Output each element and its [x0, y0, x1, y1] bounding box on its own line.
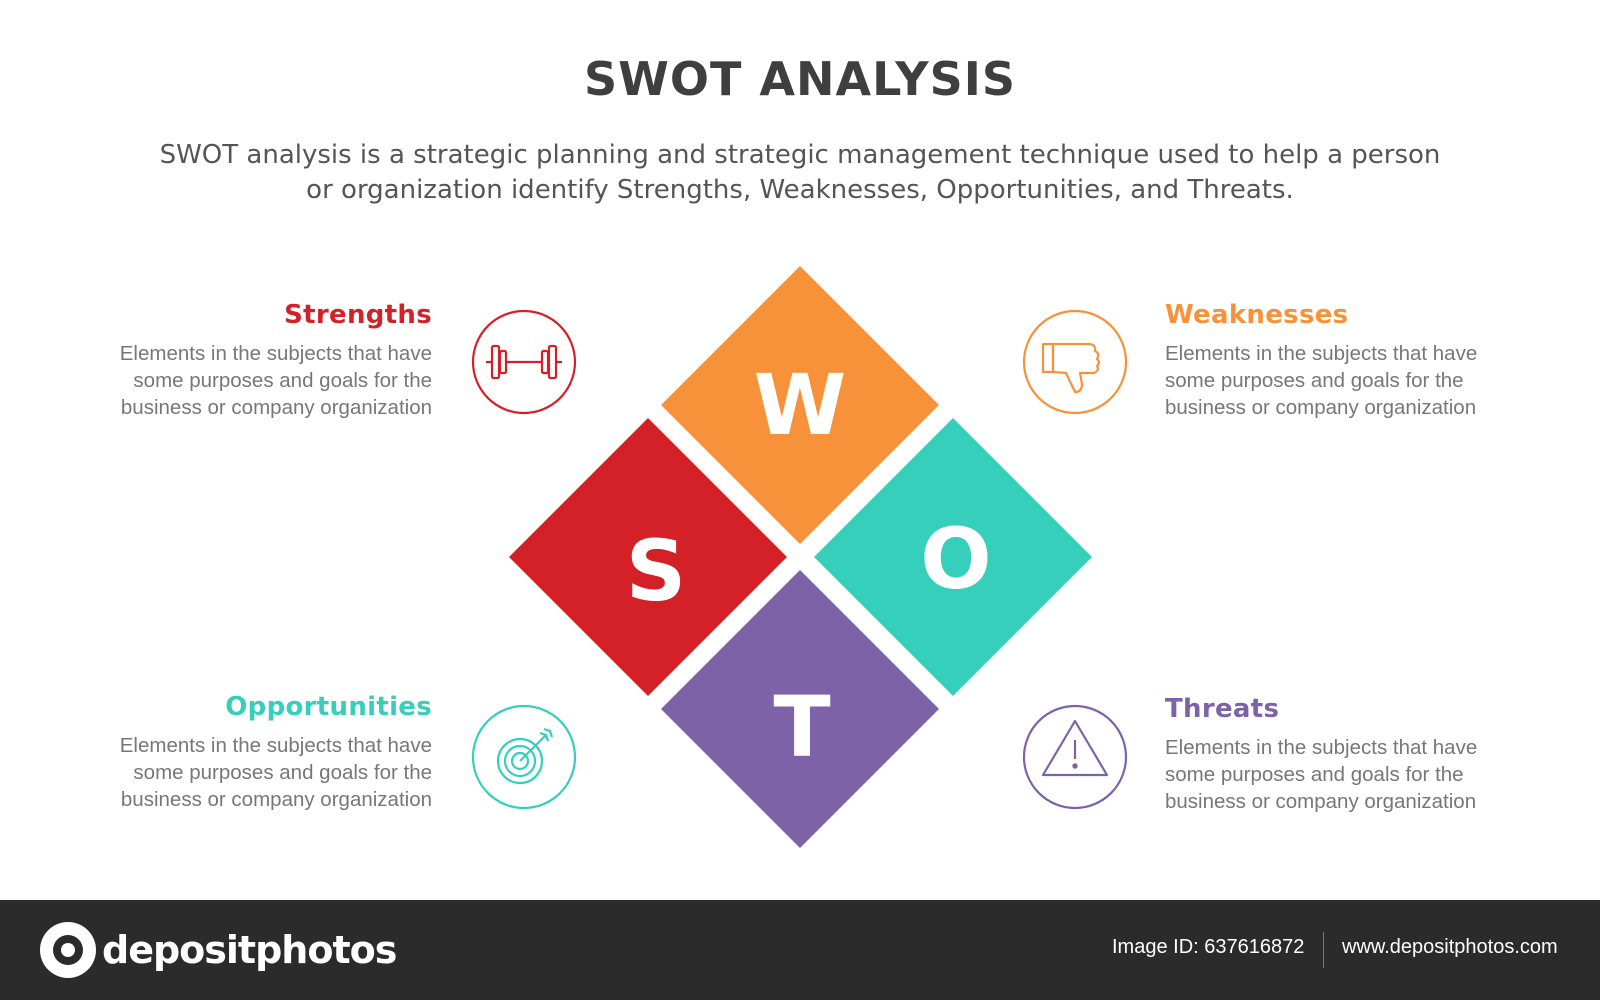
threats-block: Threats Elements in the subjects that ha…: [1165, 694, 1505, 815]
description-line: some purposes and goals for the: [1165, 369, 1464, 392]
brand-name: depositphotos: [102, 928, 397, 972]
opportunities-block: Opportunities Elements in the subjects t…: [92, 692, 432, 813]
opportunities-description: Elements in the subjects that have some …: [92, 732, 432, 813]
description-line: some purposes and goals for the: [1165, 763, 1464, 786]
image-id: Image ID: 637616872: [1112, 936, 1305, 958]
threats-description: Elements in the subjects that have some …: [1165, 734, 1505, 815]
site-link[interactable]: www.depositphotos.com: [1342, 936, 1558, 958]
weaknesses-heading: Weaknesses: [1165, 300, 1349, 330]
description-line: some purposes and goals for the: [133, 369, 432, 392]
swot-diagram: W S O T: [471, 266, 1128, 848]
description-line: business or company organization: [120, 788, 432, 811]
camera-logo-icon: [40, 922, 96, 978]
target-arrow-icon: [471, 704, 577, 810]
subtitle-line: or organization identify Strengths, Weak…: [306, 175, 1294, 205]
footer-bar: depositphotos Image ID: 637616872 www.de…: [0, 900, 1600, 1000]
description-line: Elements in the subjects that have: [119, 342, 432, 365]
letter-w: W: [754, 356, 847, 454]
thumbs-down-icon: [1022, 309, 1128, 415]
weaknesses-diamond: [661, 266, 939, 544]
strengths-description: Elements in the subjects that have some …: [92, 340, 432, 421]
strengths-block: Strengths Elements in the subjects that …: [92, 300, 432, 421]
dumbbell-icon: [471, 309, 577, 415]
description-line: Elements in the subjects that have: [1165, 342, 1478, 365]
subtitle-line: SWOT analysis is a strategic planning an…: [159, 140, 1441, 170]
footer-divider: [1323, 932, 1324, 968]
page-subtitle: SWOT analysis is a strategic planning an…: [60, 138, 1540, 208]
weaknesses-block: Weaknesses Elements in the subjects that…: [1165, 300, 1505, 421]
weaknesses-description: Elements in the subjects that have some …: [1165, 340, 1505, 421]
strengths-heading: Strengths: [284, 300, 432, 330]
description-line: Elements in the subjects that have: [119, 734, 432, 757]
description-line: Elements in the subjects that have: [1165, 736, 1478, 759]
letter-s: S: [626, 522, 687, 620]
warning-triangle-icon: [1022, 704, 1128, 810]
description-line: business or company organization: [1165, 396, 1477, 419]
description-line: business or company organization: [120, 396, 432, 419]
description-line: business or company organization: [1165, 790, 1477, 813]
strengths-diamond: [509, 418, 787, 696]
threats-diamond: [661, 570, 939, 848]
letter-o: O: [920, 510, 991, 608]
opportunities-diamond: [814, 418, 1092, 696]
page-title: SWOT ANALYSIS: [584, 52, 1016, 106]
description-line: some purposes and goals for the: [133, 761, 432, 784]
letter-t: T: [773, 678, 830, 776]
opportunities-heading: Opportunities: [225, 692, 432, 722]
brand[interactable]: depositphotos: [40, 922, 397, 978]
threats-heading: Threats: [1165, 694, 1280, 724]
